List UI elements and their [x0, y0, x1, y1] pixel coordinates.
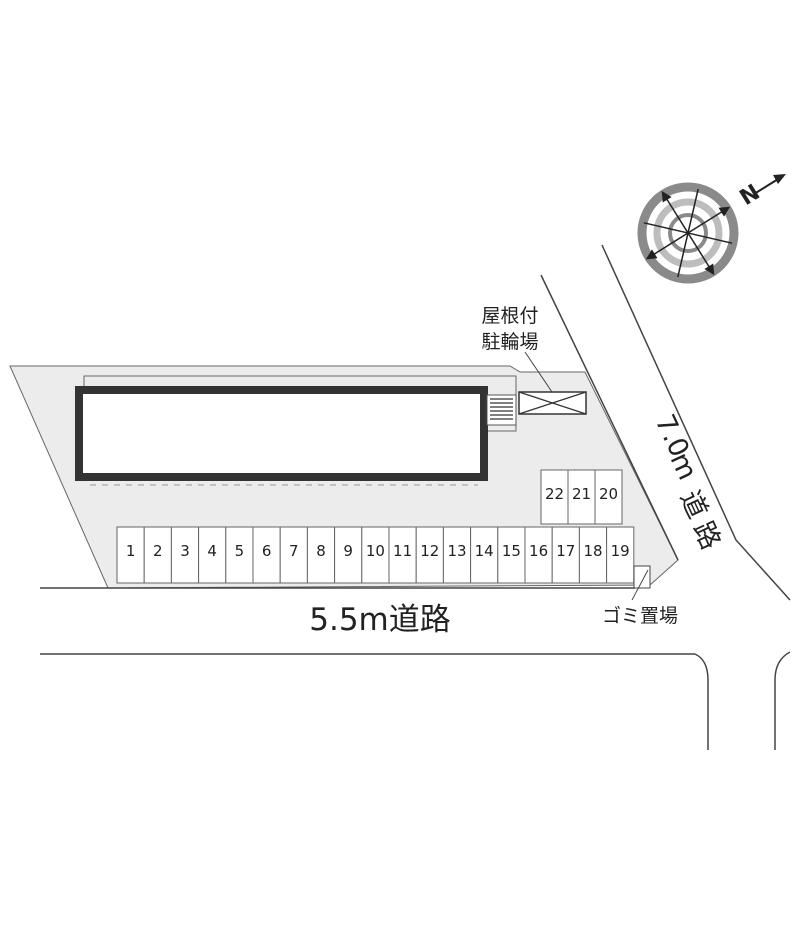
north-label: N	[736, 180, 765, 211]
parking-slot-number: 20	[599, 485, 618, 503]
parking-slot-1: 1	[116, 526, 145, 584]
road-bottom-corner	[694, 653, 709, 750]
parking-slot-outline	[551, 526, 580, 584]
parking-slot-outline	[306, 526, 336, 584]
bike-shelter-icon	[518, 391, 587, 415]
parking-slot-6: 6	[252, 526, 281, 584]
parking-slot-18: 18	[578, 526, 608, 584]
bike-shelter-leader-line	[524, 351, 553, 393]
road-right-outer-edge	[601, 244, 791, 601]
parking-slot-14: 14	[470, 526, 499, 584]
road-bottom-label: 5.5m道路	[309, 602, 451, 638]
parking-slot-number: 21	[572, 485, 591, 503]
parking-slot-number: 9	[343, 542, 353, 560]
bike-shelter-label-line2: 駐輪場	[481, 331, 538, 353]
parking-slot-number: 19	[611, 542, 630, 560]
parking-slot-number: 4	[207, 542, 217, 560]
parking-slot-2: 2	[143, 526, 172, 584]
parking-slot-right-20: 20	[594, 469, 623, 525]
parking-slot-number: 18	[583, 542, 602, 560]
road-right-char2: 路	[687, 517, 727, 555]
parking-slot-number: 11	[393, 542, 412, 560]
parking-slot-number: 16	[529, 542, 548, 560]
parking-slot-outline	[470, 526, 499, 584]
parking-slot-right-22: 22	[540, 469, 569, 525]
parking-slot-17: 17	[551, 526, 580, 584]
parking-slot-number: 22	[545, 485, 564, 503]
parking-slot-12: 12	[415, 526, 444, 584]
road-right-char2-group: 路	[687, 517, 727, 555]
parking-slot-number: 3	[180, 542, 190, 560]
garbage-leader-line	[631, 569, 649, 601]
parking-slot-number: 6	[262, 542, 272, 560]
parking-slot-4: 4	[198, 526, 227, 584]
parking-slot-outline	[198, 526, 227, 584]
parking-slot-outline	[143, 526, 172, 584]
road-right-lower-edge	[774, 651, 791, 750]
road-right-inner-edge	[540, 274, 679, 561]
stairs-icon	[486, 394, 517, 426]
parking-slot-number: 12	[420, 542, 439, 560]
garbage-area	[633, 565, 651, 589]
bike-shelter-label-line1: 屋根付	[481, 305, 538, 327]
apartment-building	[75, 386, 488, 481]
parking-slot-7: 7	[279, 526, 308, 584]
parking-slot-outline	[252, 526, 281, 584]
road-right-char1: 道	[674, 486, 714, 524]
parking-slot-outline	[578, 526, 608, 584]
parking-slot-9: 9	[334, 526, 363, 584]
north-arrow-icon	[753, 174, 786, 195]
parking-slot-outline	[279, 526, 308, 584]
parking-slot-number: 17	[556, 542, 575, 560]
parking-slot-outline	[606, 526, 635, 584]
parking-right-row: 22 21 20	[540, 469, 623, 525]
compass-icon	[637, 182, 739, 284]
parking-slot-15: 15	[497, 526, 526, 584]
garbage-label: ゴミ置場	[602, 605, 678, 627]
parking-slot-10: 10	[361, 526, 390, 584]
parking-slot-outline	[442, 526, 472, 584]
parking-slot-number: 7	[289, 542, 299, 560]
parking-slot-number: 14	[475, 542, 494, 560]
parking-slot-outline	[388, 526, 417, 584]
parking-slot-outline	[567, 469, 596, 525]
parking-slot-outline	[116, 526, 145, 584]
parking-slot-11: 11	[388, 526, 417, 584]
parking-slot-3: 3	[170, 526, 200, 584]
parking-slot-number: 10	[366, 542, 385, 560]
parking-slot-number: 13	[447, 542, 466, 560]
parking-slot-13: 13	[442, 526, 472, 584]
parking-slot-number: 8	[316, 542, 326, 560]
parking-slot-number: 15	[502, 542, 521, 560]
parking-slot-outline	[170, 526, 200, 584]
parking-slot-5: 5	[225, 526, 254, 584]
parking-slot-8: 8	[306, 526, 336, 584]
parking-slot-outline	[415, 526, 444, 584]
parking-slot-number: 1	[126, 542, 136, 560]
parking-slot-16: 16	[524, 526, 553, 584]
parking-slot-number: 2	[153, 542, 163, 560]
parking-slot-number: 5	[235, 542, 245, 560]
parking-slot-outline	[594, 469, 623, 525]
parking-slot-right-21: 21	[567, 469, 596, 525]
parking-slot-19: 19	[606, 526, 635, 584]
parking-slot-outline	[361, 526, 390, 584]
road-right-char1-group: 道	[674, 486, 714, 524]
parking-slot-outline	[497, 526, 526, 584]
